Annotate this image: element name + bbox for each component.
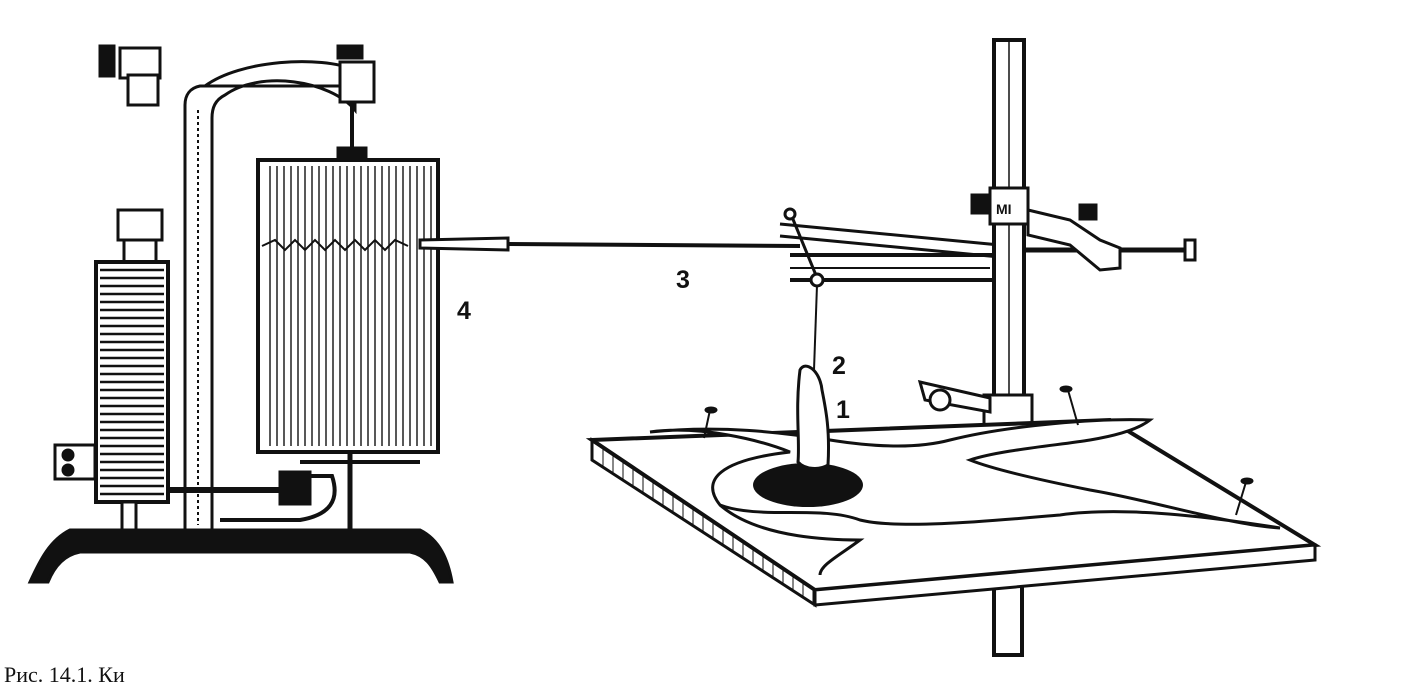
kymograph-stand bbox=[98, 44, 376, 532]
clockwork-motor bbox=[53, 208, 337, 532]
kymograph-drum bbox=[256, 158, 440, 530]
recorded-trace bbox=[261, 238, 409, 252]
laboratory-stand: MI bbox=[917, 38, 1122, 657]
frog-heart bbox=[796, 364, 831, 470]
label-lever: 3 bbox=[676, 266, 690, 294]
label-thread: 2 bbox=[832, 352, 846, 380]
figure-caption: Рис. 14.1. Ки bbox=[4, 662, 125, 687]
kymograph-base bbox=[27, 528, 454, 584]
label-frog-heart: 1 bbox=[836, 396, 850, 424]
svg-text:MI: MI bbox=[996, 201, 1012, 217]
frog-board bbox=[585, 284, 1322, 608]
label-kymograph-drum: 4 bbox=[457, 297, 471, 325]
